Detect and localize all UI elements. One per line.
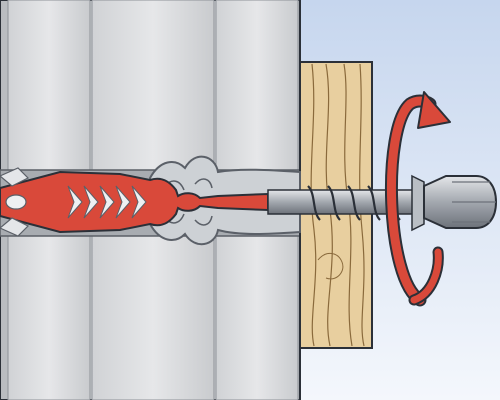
plug-tooth	[67, 185, 83, 219]
rotation-arrow-icon	[384, 91, 451, 307]
screw-thread	[367, 185, 381, 221]
screw-washer	[411, 174, 425, 232]
screw-thread	[347, 185, 361, 221]
rotation-arrowhead	[417, 91, 451, 129]
screw-thread	[327, 185, 341, 221]
plug-tooth	[99, 185, 115, 219]
screw-thread	[307, 185, 321, 221]
plug-tooth	[131, 185, 147, 219]
plug-tooth	[83, 185, 99, 219]
plug-tooth	[115, 185, 131, 219]
